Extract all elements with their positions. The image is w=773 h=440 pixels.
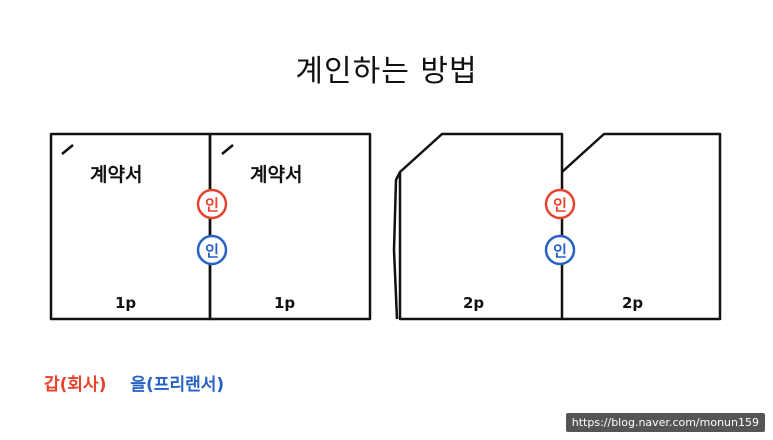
seal-a-char-right: 인: [553, 196, 567, 214]
blog-watermark: https://blog.naver.com/monun159: [565, 413, 765, 432]
page-number-1-left: 1p: [115, 294, 136, 312]
seal-party-b-left: 인: [196, 234, 228, 266]
contract-page-left: [49, 132, 212, 321]
seal-party-a-right: 인: [544, 188, 576, 220]
seal-party-b-right: 인: [544, 234, 576, 266]
folded-page-right: [561, 132, 722, 321]
page-number-1-right: 1p: [274, 294, 295, 312]
corner-mark-left: [61, 144, 74, 155]
folded-page-left: [398, 132, 564, 321]
legend-party-a: 갑(회사): [44, 375, 107, 395]
seal-b-char: 인: [205, 242, 219, 260]
contract-label-right: 계약서: [250, 164, 302, 186]
seal-party-a-left: 인: [196, 188, 228, 220]
seal-a-char: 인: [205, 196, 219, 214]
left-page-group: [49, 132, 372, 321]
seal-b-char-right: 인: [553, 242, 567, 260]
right-page-group: [392, 132, 722, 321]
corner-mark-right: [221, 144, 234, 155]
legend: 갑(회사) 을(프리랜서): [44, 370, 224, 395]
page-number-2-left: 2p: [463, 294, 484, 312]
legend-party-b: 을(프리랜서): [130, 375, 225, 395]
page-number-2-right: 2p: [622, 294, 643, 312]
page-title: 계인하는 방법: [295, 54, 478, 89]
folded-page-edge: [392, 171, 402, 320]
contract-page-right: [208, 132, 372, 321]
contract-label-left: 계약서: [90, 164, 142, 186]
